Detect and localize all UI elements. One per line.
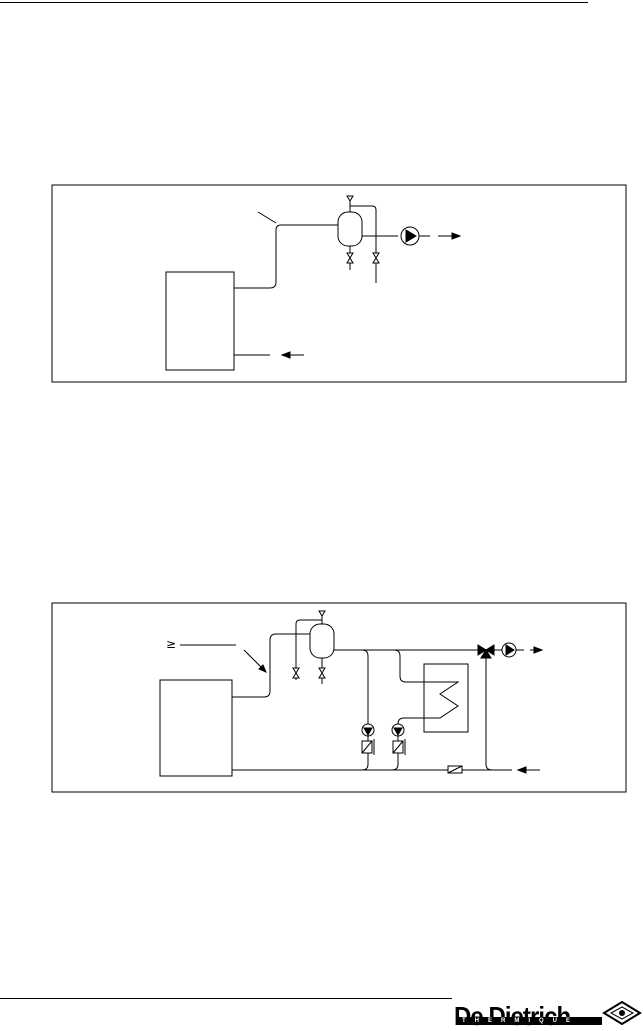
drain-valve-icon [318, 667, 326, 679]
check-valve-slash [392, 740, 404, 754]
leader-arrow-icon [258, 664, 267, 673]
mixing-valve-left-icon [477, 644, 487, 656]
branch-1-flow [361, 649, 369, 724]
flow-arrow-icon [533, 646, 544, 654]
diamond-flame-icon [602, 1001, 642, 1025]
pump-arrow-icon [393, 727, 403, 737]
separator-vessel-top [337, 211, 363, 247]
logo-tagline: THERMIQUE [458, 1017, 602, 1025]
mixing-bypass-return [485, 763, 512, 771]
drain-valve-icon [292, 667, 300, 679]
diagram-top [51, 184, 627, 383]
pump-arrow-icon [405, 229, 417, 243]
air-vent-icon [318, 610, 326, 617]
header-rule [0, 2, 588, 3]
diagram-bottom [51, 602, 627, 793]
pump-arrow-icon [363, 727, 373, 737]
branch-2-flow [393, 649, 430, 683]
boiler-bottom [159, 679, 233, 777]
boiler-top [165, 271, 235, 371]
diagram-top-frame [51, 184, 627, 383]
return-arrow-icon [280, 351, 291, 359]
drain-valve-icon [372, 252, 380, 264]
diagram-bottom-frame [51, 602, 627, 793]
flow-pipe-top [234, 224, 338, 289]
heat-exchanger-coil-icon [397, 681, 460, 725]
vessel-bypass-top [350, 205, 377, 236]
flow-arrow-icon [451, 232, 462, 240]
vessel-bypass-bottom [295, 619, 322, 680]
return-valve-slash [447, 765, 463, 774]
air-vent-icon [346, 195, 354, 202]
leader-line-top [257, 211, 277, 224]
logo-wordmark: De Dietrich [454, 1001, 571, 1031]
footer-rule [0, 998, 452, 999]
drain-valve-icon [346, 252, 354, 264]
diagram-symbol: ≥ [166, 637, 177, 651]
check-valve-slash [361, 740, 373, 754]
return-arrow-icon [516, 766, 527, 774]
flow-pipe-bottom [232, 633, 310, 698]
separator-vessel-bottom [309, 623, 335, 659]
pump-arrow-icon [505, 644, 515, 656]
heat-exchanger-tank [423, 663, 469, 733]
brand-logo: De Dietrich THERMIQUE [454, 1001, 643, 1029]
